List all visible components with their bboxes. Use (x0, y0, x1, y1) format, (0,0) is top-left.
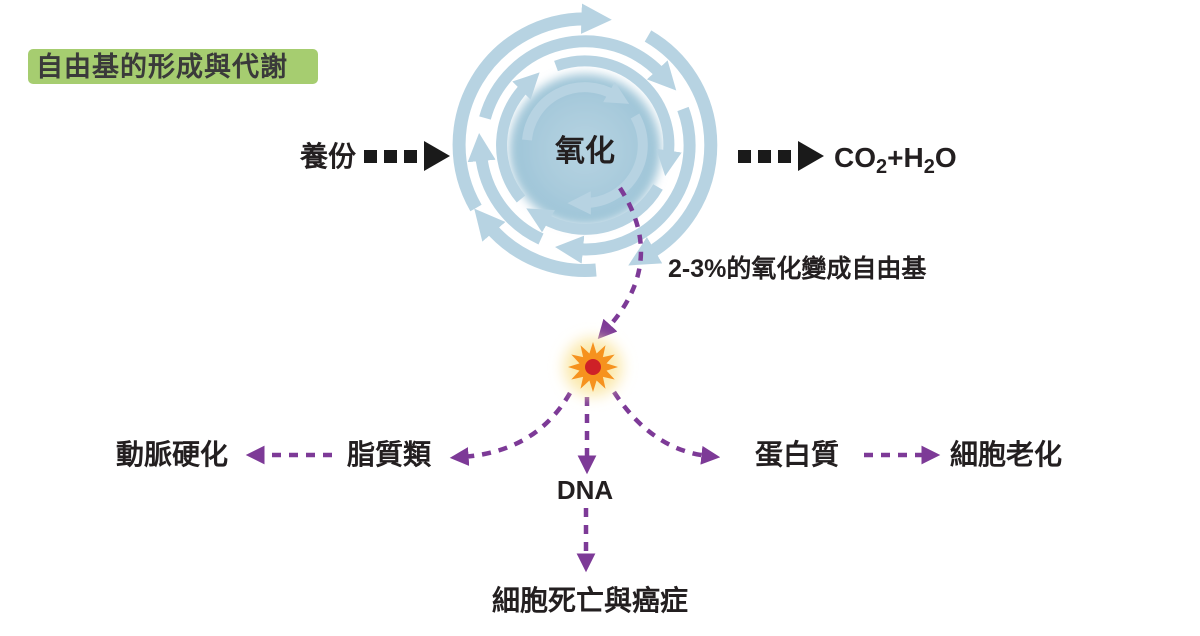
vortex-arc (567, 113, 648, 215)
arrow-star-to-lipids (449, 391, 572, 466)
title-block: 自由基的形成與代謝 (28, 49, 318, 84)
nutrients-dashed-arrow (364, 141, 450, 171)
free-radical-flows (245, 186, 941, 573)
output-group: CO2+H2O (738, 141, 957, 178)
vortex-arc (526, 184, 663, 235)
vortex-arc (555, 106, 696, 264)
vortex-arc (522, 81, 630, 141)
cell-death-cancer-label: 細胞死亡與癌症 (492, 584, 688, 616)
dash-square (364, 150, 377, 163)
free-radical-star-icon (564, 338, 622, 396)
vortex-arrows (452, 3, 718, 277)
oxidation-label: 氧化 (555, 135, 615, 168)
title-highlight (28, 49, 318, 84)
dash-square (778, 150, 791, 163)
dash-square (738, 150, 751, 163)
right-arrow-icon (424, 141, 450, 171)
lipids-label: 脂質類 (347, 439, 432, 470)
nutrients-label: 養份 (299, 140, 356, 172)
cell-aging-label: 細胞老化 (950, 438, 1062, 470)
dash-square (404, 150, 417, 163)
output-dashed-arrow (738, 141, 824, 171)
protein-label: 蛋白質 (755, 438, 839, 470)
right-arrow-icon (798, 141, 824, 171)
dash-square (758, 150, 771, 163)
vortex-arc (496, 72, 540, 203)
arrow-star-to-protein (612, 390, 721, 465)
vortex-arc (628, 30, 718, 266)
page-title: 自由基的形成與代謝 (36, 51, 288, 82)
co2-h2o-label: CO2+H2O (834, 142, 957, 178)
vortex-arc (479, 35, 677, 120)
star-core (585, 359, 601, 375)
dash-square (384, 150, 397, 163)
nutrients-group: 養份 (299, 140, 450, 172)
dna-label: DNA (557, 475, 614, 505)
vortex-arc (474, 208, 597, 277)
vortex-arc (467, 133, 544, 245)
vortex-arc (554, 55, 682, 177)
arrow-oxidation-to-star (597, 186, 644, 340)
arteriosclerosis-label: 動脈硬化 (116, 439, 228, 470)
free-radical-note: 2-3%的氧化變成自由基 (668, 254, 926, 283)
vortex-arc (452, 3, 612, 212)
